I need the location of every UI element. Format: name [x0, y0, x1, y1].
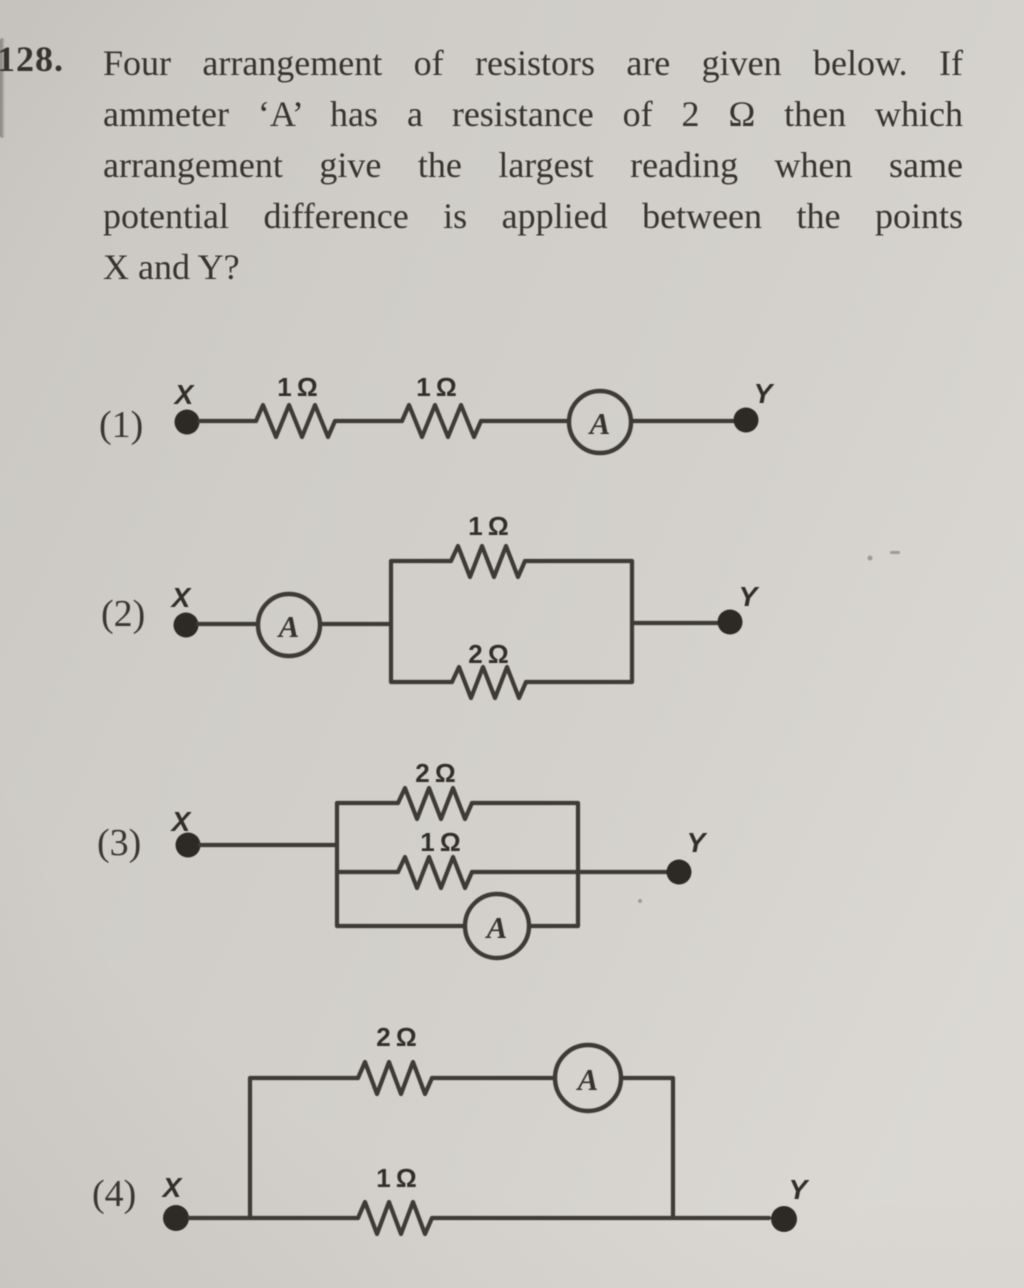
resistor-zigzag	[395, 854, 475, 891]
paper-speck	[890, 551, 900, 554]
ammeter-label: A	[576, 1062, 599, 1097]
resistor-value-label: 1 Ω	[376, 1163, 416, 1193]
terminal-y-dot	[717, 609, 743, 635]
circuit-3-figure: (3) X 2 Ω 1 Ω A Y	[97, 758, 708, 961]
option-1-label: (1)	[99, 404, 143, 446]
terminal-y-label: Y	[739, 581, 760, 612]
parallel-box-sides	[334, 803, 581, 926]
question-line: arrangement give the largest reading whe…	[103, 145, 963, 185]
terminal-x-dot	[174, 409, 200, 435]
resistor-zigzag	[253, 402, 338, 440]
resistor-value-label: 2 Ω	[415, 758, 455, 788]
terminal-y-dot	[666, 859, 692, 885]
resistor-zigzag	[449, 664, 529, 701]
resistor-zigzag	[395, 785, 475, 822]
ammeter-label: A	[277, 609, 300, 644]
question-text: Four arrangement of resistors are given …	[103, 38, 963, 293]
resistor-zigzag	[448, 543, 528, 580]
page-edge-shadow	[0, 38, 5, 138]
terminal-x-label: X	[173, 379, 196, 410]
terminal-y-dot	[771, 1206, 797, 1232]
terminal-y-label: Y	[754, 378, 775, 409]
terminal-x-dot	[175, 832, 201, 858]
terminal-x-label: X	[161, 1172, 184, 1203]
ammeter-icon	[462, 891, 532, 961]
ammeter-label: A	[485, 910, 508, 945]
resistor-zigzag	[355, 1199, 435, 1237]
circuit-1-figure: (1) X 1 Ω 1 Ω A Y	[99, 372, 775, 456]
parallel-box-sides	[388, 561, 635, 682]
question-number: 128.	[0, 39, 64, 79]
resistor-value-label: 2 Ω	[468, 639, 508, 669]
terminal-y-label: Y	[687, 827, 708, 858]
terminal-y-label: Y	[789, 1174, 810, 1205]
ammeter-icon	[552, 1042, 624, 1114]
ammeter-icon	[566, 388, 634, 456]
terminal-x-label: X	[170, 806, 193, 837]
parallel-branch-sides	[247, 1078, 676, 1218]
option-4-label: (4)	[92, 1173, 136, 1215]
ammeter-icon	[255, 591, 323, 659]
terminal-y-dot	[733, 407, 759, 433]
resistor-value-label: 1 Ω	[277, 372, 317, 402]
resistor-zigzag	[355, 1059, 435, 1097]
terminal-x-dot	[173, 612, 199, 638]
paper-speck	[867, 555, 873, 561]
resistor-zigzag	[399, 402, 484, 440]
question-line: Four arrangement of resistors are given …	[103, 43, 963, 83]
resistor-value-label: 2 Ω	[376, 1022, 416, 1052]
terminal-x-label: X	[170, 582, 193, 613]
question-line: potential difference is applied between …	[103, 196, 963, 236]
resistor-value-label: 1 Ω	[416, 372, 456, 402]
question-line: ammeter ‘A’ has a resistance of 2 Ω then…	[103, 94, 963, 134]
ammeter-label: A	[588, 406, 611, 441]
option-2-label: (2)	[101, 593, 145, 635]
paper-speck	[638, 899, 642, 903]
resistor-value-label: 1 Ω	[420, 827, 460, 857]
circuit-2-figure: (2) X A 1 Ω 2 Ω Y	[101, 511, 900, 701]
option-3-label: (3)	[97, 822, 141, 864]
terminal-x-dot	[163, 1205, 189, 1231]
resistor-value-label: 1 Ω	[468, 511, 508, 541]
circuit-4-figure: (4) X 1 Ω 2 Ω A Y	[92, 1022, 810, 1237]
question-line: X and Y?	[103, 247, 240, 287]
